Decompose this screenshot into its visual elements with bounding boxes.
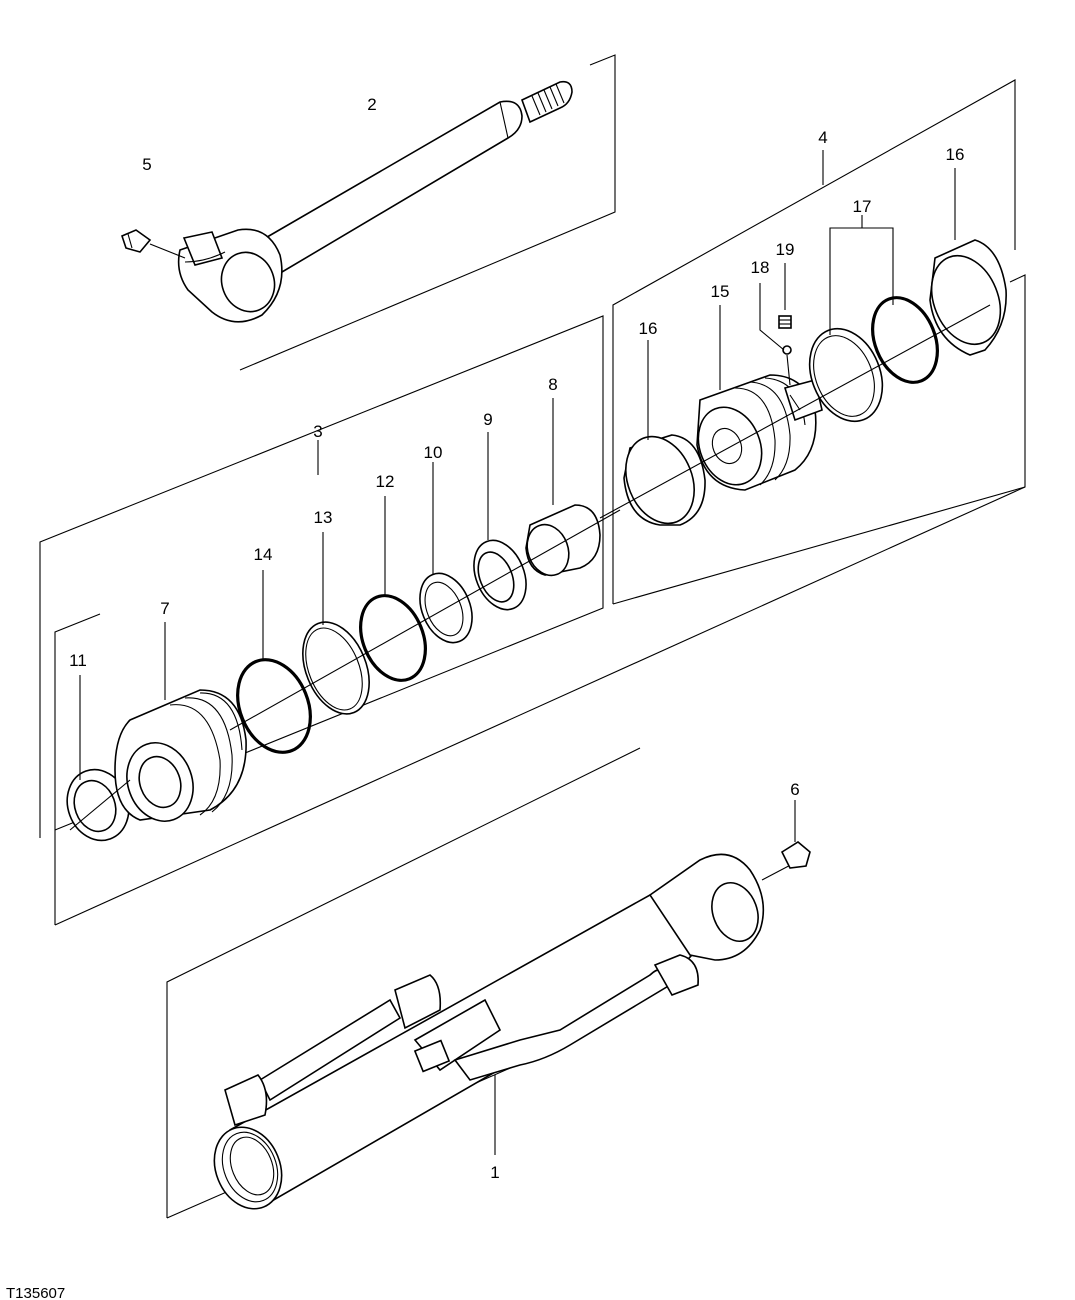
hydraulic-tube-upper	[413, 954, 699, 1081]
callout-11: 11	[69, 651, 87, 670]
gland-inner-bracket	[54, 613, 101, 925]
set-screw-19	[778, 315, 792, 329]
hydraulic-tube-lower	[224, 974, 442, 1127]
callout-13: 13	[314, 508, 333, 527]
callout-10: 10	[424, 443, 443, 462]
gland-outer-bracket	[39, 315, 604, 838]
wear-ring-16-right	[929, 239, 1007, 356]
callout-17: 17	[853, 197, 872, 216]
callout-16-left: 16	[639, 319, 658, 338]
grease-fitting-6	[780, 800, 811, 869]
piston-group	[599, 79, 1026, 605]
ball-18	[782, 345, 792, 355]
backup-ring-13	[302, 621, 370, 715]
rod-group-bracket	[239, 54, 616, 371]
rod-body	[260, 100, 523, 274]
callout-8: 8	[548, 375, 557, 394]
rod-seal-9	[473, 539, 527, 611]
rod-eye-bore	[220, 251, 276, 313]
gland-group	[39, 315, 621, 925]
piston-15	[696, 374, 823, 491]
piston-outer-bracket	[612, 79, 1016, 604]
piston-seal-17	[808, 296, 939, 423]
barrel-group	[54, 486, 1026, 1219]
gland-7	[114, 689, 247, 822]
callout-labels: 2 5 4 16 17 19 18 15 16 8 9 3 10 12 13 1…	[69, 95, 964, 1182]
callout-16-right: 16	[946, 145, 965, 164]
piston-inner-bracket	[612, 274, 1026, 605]
barrel-bracket-top	[166, 747, 641, 1218]
callout-4: 4	[818, 128, 827, 147]
callout-12: 12	[376, 472, 395, 491]
callout-9: 9	[483, 410, 492, 429]
callout-2: 2	[367, 95, 376, 114]
callout-5: 5	[142, 155, 151, 174]
barrel-eye-bore	[711, 882, 759, 942]
rod-thread	[520, 80, 573, 124]
o-ring-14	[236, 658, 312, 754]
callout-15: 15	[711, 282, 730, 301]
callout-1: 1	[490, 1163, 499, 1182]
grease-fitting-5	[121, 229, 186, 259]
callout-7: 7	[160, 599, 169, 618]
callout-19: 19	[776, 240, 795, 259]
piston-rod-group	[121, 54, 616, 371]
o-ring-12	[359, 594, 427, 682]
callout-3: 3	[313, 422, 322, 441]
callout-14: 14	[254, 545, 273, 564]
callout-18: 18	[751, 258, 770, 277]
figure-id: T135607	[6, 1285, 65, 1300]
barrel-thread	[213, 1126, 283, 1210]
callout-6: 6	[790, 780, 799, 799]
wear-ring-16-left	[623, 434, 706, 526]
